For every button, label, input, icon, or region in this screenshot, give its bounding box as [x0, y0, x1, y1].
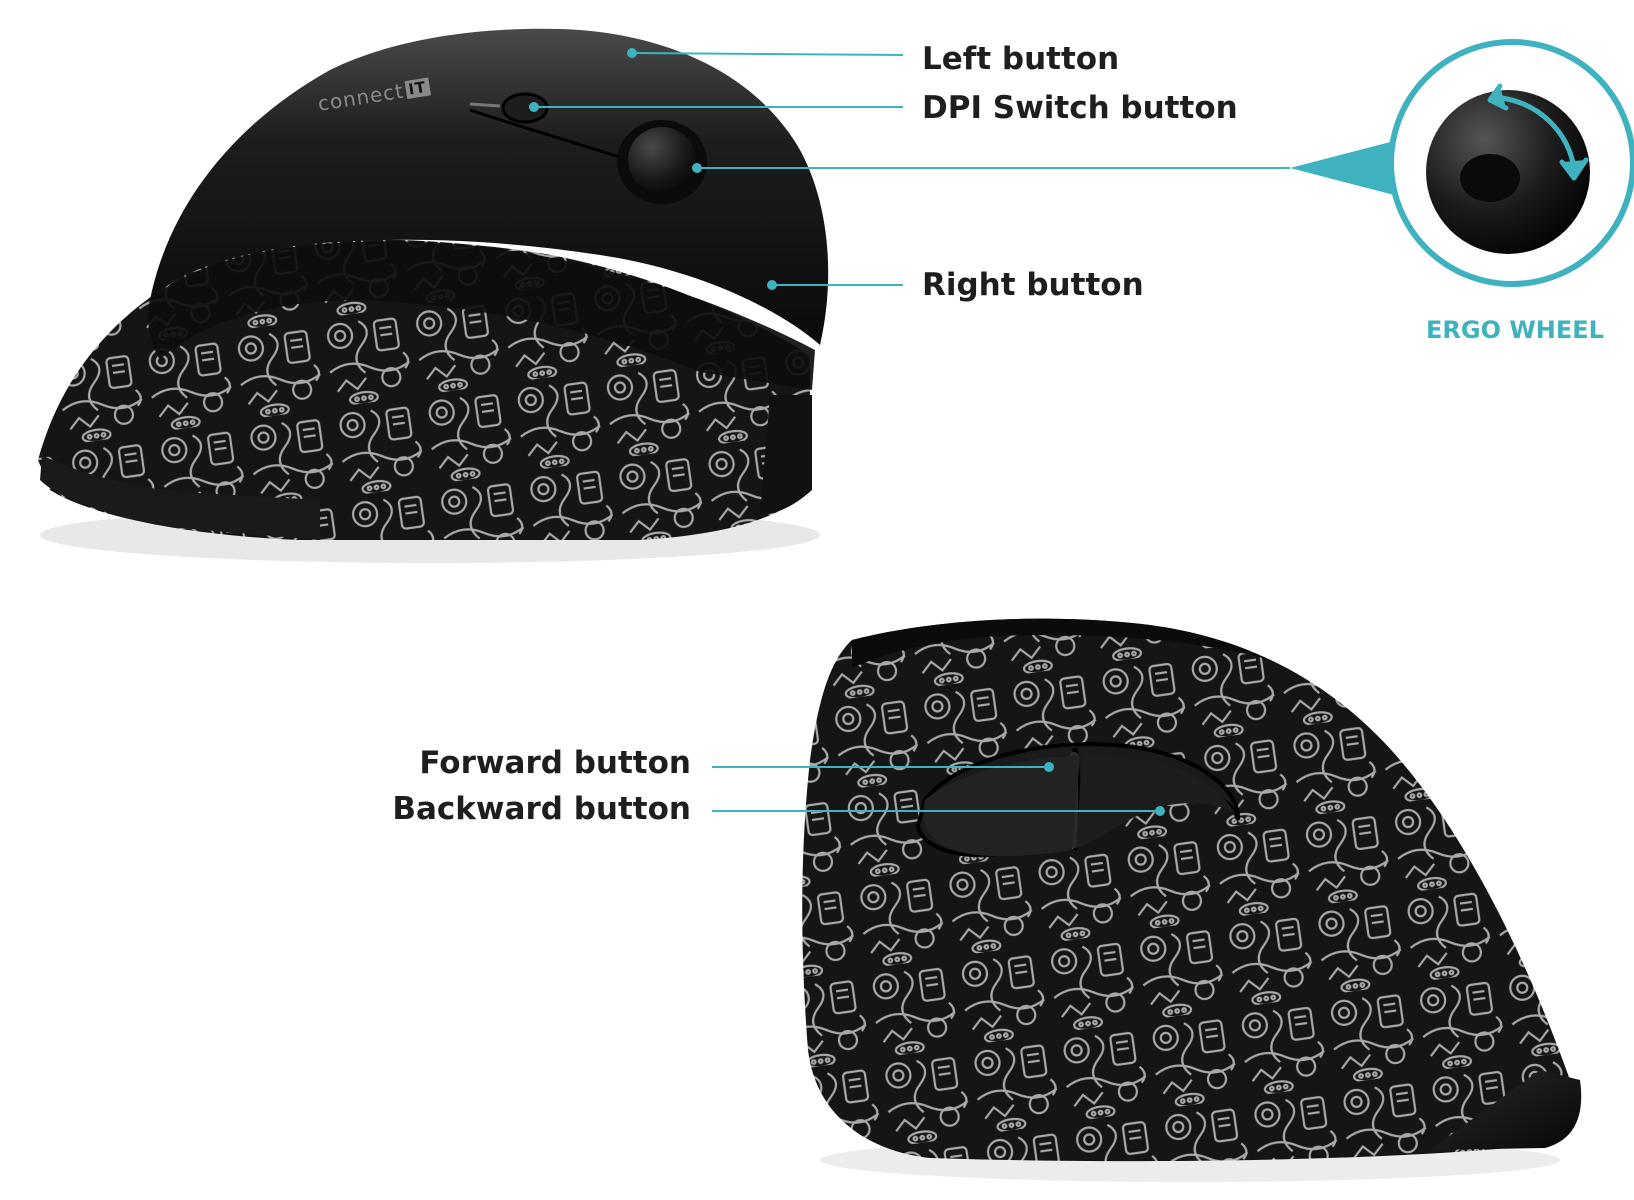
left-button-label: Left button — [922, 41, 1120, 77]
side-top-edge — [852, 618, 1270, 668]
mouse-top-base-band-right — [760, 395, 812, 515]
side-callout-lines — [712, 762, 1165, 816]
right-button-dot — [767, 280, 777, 290]
ergo-wedge — [1290, 140, 1398, 196]
forward-dot — [1044, 762, 1054, 772]
side-base-wedge — [1430, 1070, 1582, 1150]
mouse-top-base-band — [40, 455, 320, 540]
backward-button-label: Backward button — [392, 791, 691, 827]
left-button-leader — [631, 52, 904, 56]
ergo-wheel-dimple — [1460, 154, 1520, 202]
top-callout-lines — [529, 48, 1398, 290]
left-button-dot — [627, 48, 637, 58]
forward-button[interactable] — [923, 755, 1080, 857]
brand-box: IT — [404, 77, 431, 100]
brand-underline — [469, 102, 501, 108]
mouse-side-view — [802, 618, 1582, 1182]
forward-button-label: Forward button — [419, 745, 691, 781]
wheel-dot — [692, 163, 702, 173]
backward-button[interactable] — [1076, 755, 1236, 848]
mouse-top-right-band — [148, 241, 816, 390]
dpi-dot — [529, 102, 539, 112]
scroll-wheel[interactable] — [628, 127, 696, 193]
rotate-arrow-icon — [1487, 83, 1589, 181]
ergo-wheel-zoom — [1388, 39, 1634, 287]
backward-dot — [1155, 806, 1165, 816]
mouse-side-body — [802, 618, 1572, 1162]
ergo-wheel-label: ERGO WHEEL — [1426, 316, 1604, 344]
right-button-label: Right button — [922, 267, 1144, 303]
dpi-switch-label: DPI Switch button — [922, 90, 1238, 126]
mouse-top-view — [38, 28, 829, 563]
